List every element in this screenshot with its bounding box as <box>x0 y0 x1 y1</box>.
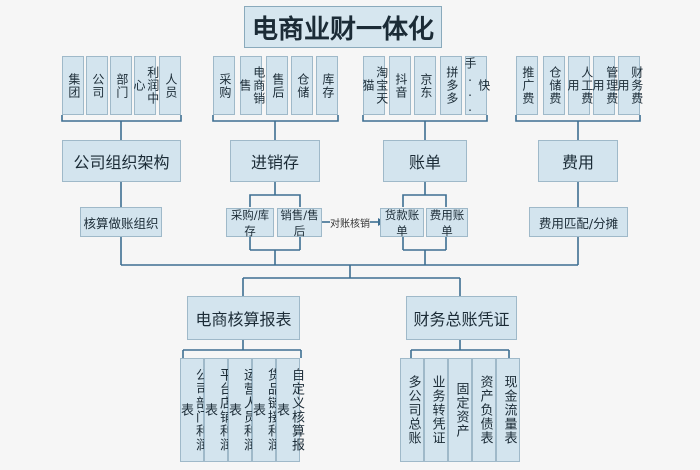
diagram-title: 电商业财一体化 <box>244 6 442 48</box>
node-after-sales: 售后 <box>266 56 288 115</box>
node-stock: 库存 <box>316 56 338 115</box>
node-jd: 京东 <box>414 56 436 115</box>
node-warehousing: 仓储 <box>291 56 313 115</box>
sub-expense-allocation: 费用匹配/分摊 <box>529 207 628 237</box>
item-company-dept-profit: 公司部门利润表 <box>178 358 208 462</box>
node-department: 部门 <box>110 56 132 115</box>
item-balance-sheet: 资产负债表 <box>472 358 496 462</box>
node-labor-cost: 人工费用 <box>566 56 594 115</box>
node-pinduoduo: 拼多多 <box>440 56 462 115</box>
item-multi-company-ledger: 多公司总账 <box>400 358 424 462</box>
node-promotion-fee: 推广费 <box>516 56 538 115</box>
node-company: 公司 <box>86 56 108 115</box>
sub-accounting-org: 核算做账组织 <box>80 207 162 237</box>
item-fixed-assets: 固定资产 <box>448 358 472 462</box>
bracket-bill <box>362 115 488 122</box>
category-expense: 费用 <box>538 140 618 182</box>
node-profit-center: 利润中心 <box>132 56 160 115</box>
sub-expense-bill: 费用账单 <box>426 208 468 238</box>
category-inventory: 进销存 <box>230 140 320 182</box>
node-finance-cost: 财务费用 <box>616 56 644 115</box>
bracket-org <box>61 115 182 122</box>
bracket-inventory <box>212 115 339 122</box>
report-financial-ledger: 财务总账凭证 <box>406 296 517 340</box>
node-personnel: 人员 <box>159 56 181 115</box>
node-kuaishou: 快手... <box>463 56 491 115</box>
node-purchase: 采购 <box>213 56 235 115</box>
sub-sales-aftersales: 销售/售后 <box>277 208 322 238</box>
report-ecommerce-accounting: 电商核算报表 <box>187 296 300 340</box>
item-business-voucher: 业务转凭证 <box>424 358 448 462</box>
node-management-cost: 管理费用 <box>591 56 619 115</box>
node-taobao-tmall: 淘宝天猫 <box>361 56 389 115</box>
item-cash-flow: 现金流量表 <box>496 358 520 462</box>
category-org-structure: 公司组织架构 <box>62 140 181 182</box>
node-group-company: 集团 <box>62 56 84 115</box>
node-ecommerce-sales: 电商销售 <box>238 56 266 115</box>
item-custom-accounting-report: 自定义核算报表 <box>274 358 304 462</box>
node-storage-fee: 仓储费 <box>543 56 565 115</box>
bracket-expense <box>515 115 641 122</box>
sub-payment-bill: 货款账单 <box>380 208 424 238</box>
sub-purchase-stock: 采购/库存 <box>226 208 274 238</box>
category-bill: 账单 <box>383 140 467 182</box>
reconcile-label: 对账核销 <box>330 219 370 230</box>
node-douyin: 抖音 <box>389 56 411 115</box>
